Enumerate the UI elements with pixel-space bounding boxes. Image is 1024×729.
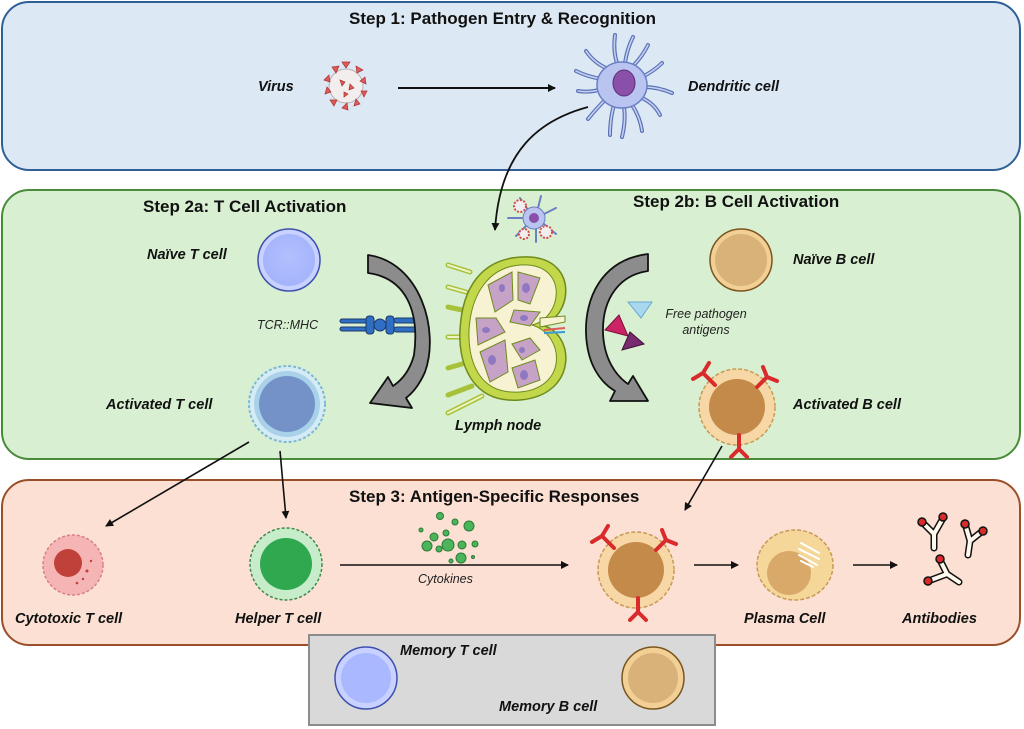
tcr-mhc-label: TCR::MHC	[257, 318, 319, 332]
helper-t-cell-label: Helper T cell	[235, 611, 322, 627]
virus-icon	[323, 61, 368, 111]
helper-t-cell-icon	[249, 527, 323, 601]
arrow-dendritic-to-lymph-node	[491, 106, 589, 231]
naive-b-cell-icon	[709, 228, 773, 292]
plasma-cell-label: Plasma Cell	[744, 611, 826, 627]
cytokines-label: Cytokines	[418, 572, 473, 586]
free-antigens-line1: Free pathogen	[665, 307, 747, 321]
cytokines-icon	[418, 512, 479, 564]
plasma-cell-icon	[756, 529, 834, 601]
antigen-presenting-dendritic-icon	[507, 195, 557, 243]
activated-b-cell-label: Activated B cell	[793, 397, 901, 413]
step2a-title: Step 2a: T Cell Activation	[143, 197, 347, 216]
b-activation-arrow	[585, 253, 649, 402]
lymph-node-icon	[445, 256, 567, 416]
arrow-b-to-step3	[684, 445, 723, 511]
naive-t-cell-label: Naïve T cell	[147, 247, 227, 263]
activated-b-cell-icon	[691, 361, 779, 459]
antibodies-label: Antibodies	[902, 611, 977, 627]
cytotoxic-t-cell-label: Cytotoxic T cell	[15, 611, 123, 627]
lymph-node-label: Lymph node	[455, 418, 542, 434]
antibodies-icon	[917, 512, 988, 586]
step3-title: Step 3: Antigen-Specific Responses	[349, 487, 640, 506]
step1-title: Step 1: Pathogen Entry & Recognition	[349, 9, 656, 28]
step2b-title: Step 2b: B Cell Activation	[633, 192, 840, 211]
naive-t-cell-icon	[257, 228, 321, 292]
cytotoxic-t-cell-icon	[42, 534, 104, 596]
arrow-to-cytotoxic	[105, 441, 250, 527]
naive-b-cell-label: Naïve B cell	[793, 252, 875, 268]
virus-label: Virus	[258, 79, 294, 95]
memory-t-cell-icon	[334, 646, 398, 710]
free-antigens-line2: antigens	[682, 323, 730, 337]
free-antigens-label: Free pathogen antigens	[656, 306, 756, 338]
activated-t-cell-label: Activated T cell	[106, 397, 213, 413]
memory-b-cell-icon	[621, 646, 685, 710]
activated-t-cell-icon	[248, 365, 326, 443]
dendritic-cell-icon	[574, 33, 674, 139]
b-cell-step3-icon	[590, 524, 678, 622]
free-antigens-icon	[604, 301, 653, 351]
memory-t-cell-label: Memory T cell	[400, 643, 497, 659]
memory-b-cell-label: Memory B cell	[499, 699, 598, 715]
step1-panel	[1, 1, 1021, 171]
dendritic-cell-label: Dendritic cell	[688, 79, 780, 95]
arrow-to-helper	[279, 450, 290, 519]
t-activation-arrow	[367, 254, 431, 409]
